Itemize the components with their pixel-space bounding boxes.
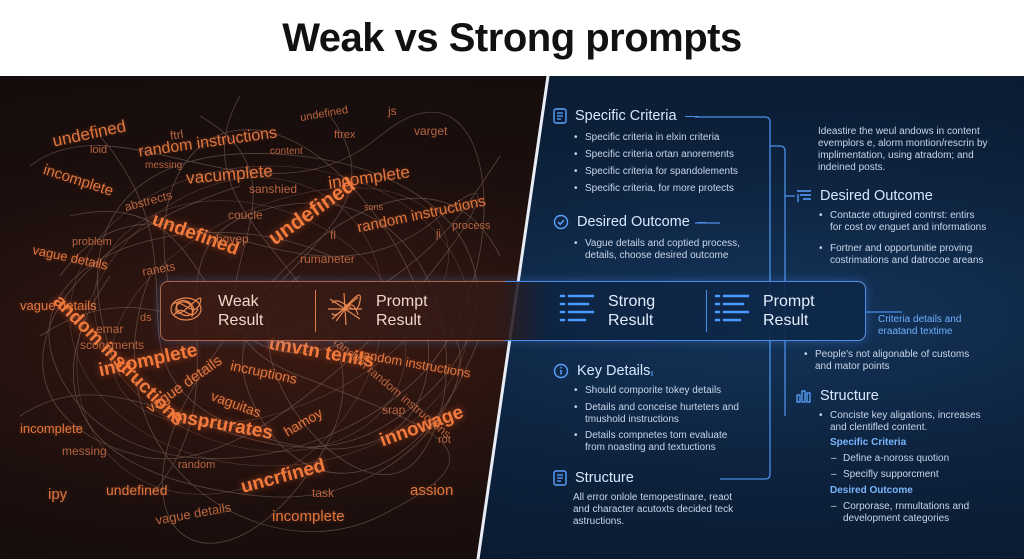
list-item: Details compnetes tom evaluate from noas… [574,430,727,454]
info-circle-icon [553,363,569,379]
specific-criteria-label: Specific Criteria [830,437,907,448]
weak-result-segment: Weak Result [166,288,263,334]
tangle-icon [166,291,206,332]
list-item: Specific criteria for spandolements [574,166,738,178]
strong-result-segment: Strong Result [558,288,655,334]
weak-word: messing [62,444,107,458]
list-doc-icon [553,470,567,486]
prompt-result-right-segment: Prompt Result [713,288,815,334]
weak-word: rumaneter [300,252,355,266]
weak-word: sons [364,202,384,212]
weak-result-label: Weak Result [218,293,264,329]
list-item: Define a-noross quotion [831,453,949,465]
criteria-note: Criteria details and eraatand textime [878,314,962,337]
weak-word: srap [382,403,406,417]
title-bar: Weak vs Strong prompts [0,0,1024,76]
weak-word: ds [140,312,152,324]
list-item: Specific criteria ortan anorements [574,149,734,161]
structure-text: All error onlole temopestinare, reaot an… [573,492,734,527]
weak-word: hoyep [216,232,249,246]
weak-word: incomplete [20,421,83,436]
list-item: People's not aligonable of customs and m… [804,349,969,373]
sort-lines-icon [796,189,812,203]
specific-criteria-header: Specific Criteria [553,108,699,124]
weak-word: random [178,459,216,471]
list-item: Specifly supporcment [831,469,939,481]
prompt-result-left-segment: Prompt Result [326,288,428,334]
list-lines-icon [713,292,751,331]
weak-word: js [388,104,397,118]
list-doc-icon [553,108,567,124]
intro-text: Ideastire the weul andows in content eve… [818,126,988,173]
list-item: Contacte ottugired contrst: entirs for c… [819,210,986,234]
list-item: Specific criteria, for more protects [574,183,734,195]
weak-word: incomplete [272,508,345,525]
weak-word: coucle [228,208,263,222]
weak-word: content [270,146,303,157]
weak-word: vague details [20,298,97,313]
desired-outcome-header-2: Desired Outcome [796,188,933,204]
weak-word: ftrex [334,129,356,141]
weak-word: sanshied [249,182,298,196]
weak-word: undefined [106,482,168,498]
list-item: Vague details and coptied process, detai… [574,238,740,262]
weak-word: varget [414,124,448,138]
weak-word: task [312,486,335,500]
weak-word: rot [438,434,451,446]
scribble-icon [326,291,364,332]
list-item: Should comporite tokey details [574,385,721,397]
weak-word: fl [330,228,336,242]
weak-word: ji [436,228,441,240]
key-details-header: Key Details [553,363,650,379]
page-title: Weak vs Strong prompts [282,15,742,60]
desired-outcome-label: Desired Outcome [830,485,913,496]
weak-word: assion [410,482,454,499]
bar-chart-icon [796,389,812,403]
desired-outcome-header: Desired Outcome [553,214,706,230]
list-item: Corporase, rnmultations and development … [831,501,969,525]
weak-word: loid [90,144,108,156]
weak-word: messing [145,160,183,171]
check-circle-icon [553,214,569,230]
list-item: Specific criteria in elxin criteria [574,132,719,144]
strong-result-label: Strong Result [608,293,656,329]
weak-word: sconsments [80,338,145,352]
weak-word: problem [72,236,112,248]
structure-header-2: Structure [796,388,879,404]
weak-word: process [452,220,491,232]
structure-header: Structure [553,470,634,486]
list-item: Conciste key aligations, increases and c… [819,410,981,434]
list-lines-icon [558,292,596,331]
prompt-result-left-label: Prompt Result [376,293,428,329]
list-item: Fortner and opportunitie proving costrim… [819,243,983,267]
prompt-result-right-label: Prompt Result [763,293,815,329]
list-item: Details and conceise hurteters and tmush… [574,402,739,426]
weak-word: emar [96,322,124,336]
weak-word: ipy [48,486,68,503]
